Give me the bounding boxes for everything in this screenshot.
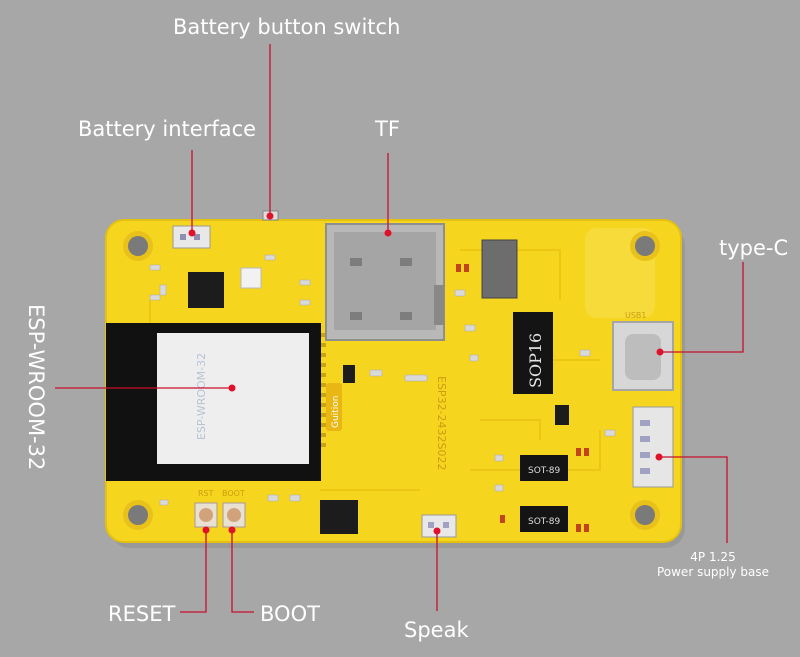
sot89-label-1: SOT-89 — [528, 466, 560, 476]
sot89-chip-2: SOT-89 — [520, 506, 568, 532]
sot89-chip-1: SOT-89 — [520, 455, 568, 481]
callout-boot: BOOT — [260, 602, 320, 626]
callout-power-supply: 4P 1.25 Power supply base — [651, 550, 775, 580]
callout-battery-interface: Battery interface — [78, 117, 257, 141]
board-name-silk: ESP32-2432S022 — [435, 376, 448, 471]
small-chip-1 — [320, 500, 358, 534]
brand-text: Guition — [331, 396, 341, 428]
regulator-chip — [188, 272, 224, 308]
callout-markers — [188, 212, 664, 535]
tf-card-slot — [325, 223, 445, 341]
callout-battery-button-switch: Battery button switch — [173, 15, 401, 39]
callout-speak: Speak — [404, 618, 469, 642]
callout-tf: TF — [375, 117, 400, 141]
module-pins — [321, 333, 326, 447]
sot89-label-2: SOT-89 — [528, 517, 560, 527]
speaker-connector — [421, 514, 457, 538]
small-chip-2 — [343, 365, 355, 383]
sop16-chip: SOP16 — [513, 312, 553, 394]
fpc-connector — [481, 239, 518, 299]
power-supply-line-2: Power supply base — [656, 565, 770, 579]
led — [240, 267, 262, 289]
sop16-label: SOP16 — [526, 333, 545, 388]
leader-lines — [55, 44, 744, 613]
rst-silk: RST — [198, 489, 214, 498]
component-pads — [456, 264, 589, 532]
module-silk-label: ESP-WROOM-32 — [195, 353, 208, 440]
boot-silk: BOOT — [222, 489, 245, 498]
reset-button — [194, 502, 218, 528]
usb-silk: USB1 — [625, 311, 647, 320]
passive-components — [149, 254, 616, 506]
power-supply-line-1: 4P 1.25 — [690, 550, 736, 564]
callout-reset: RESET — [108, 602, 176, 626]
guition-logo: Guition — [326, 383, 342, 431]
usb-c-port: USB1 — [612, 311, 674, 391]
callout-esp-wroom-32: ESP-WROOM-32 — [24, 304, 48, 471]
mounting-holes — [123, 231, 660, 530]
battery-connector — [172, 225, 211, 249]
callout-type-c: type-C — [719, 236, 789, 260]
power-connector — [632, 406, 674, 488]
esp-wroom-module: ESP-WROOM-32 — [106, 323, 321, 481]
small-chip-3 — [555, 405, 569, 425]
boot-button — [222, 502, 246, 528]
